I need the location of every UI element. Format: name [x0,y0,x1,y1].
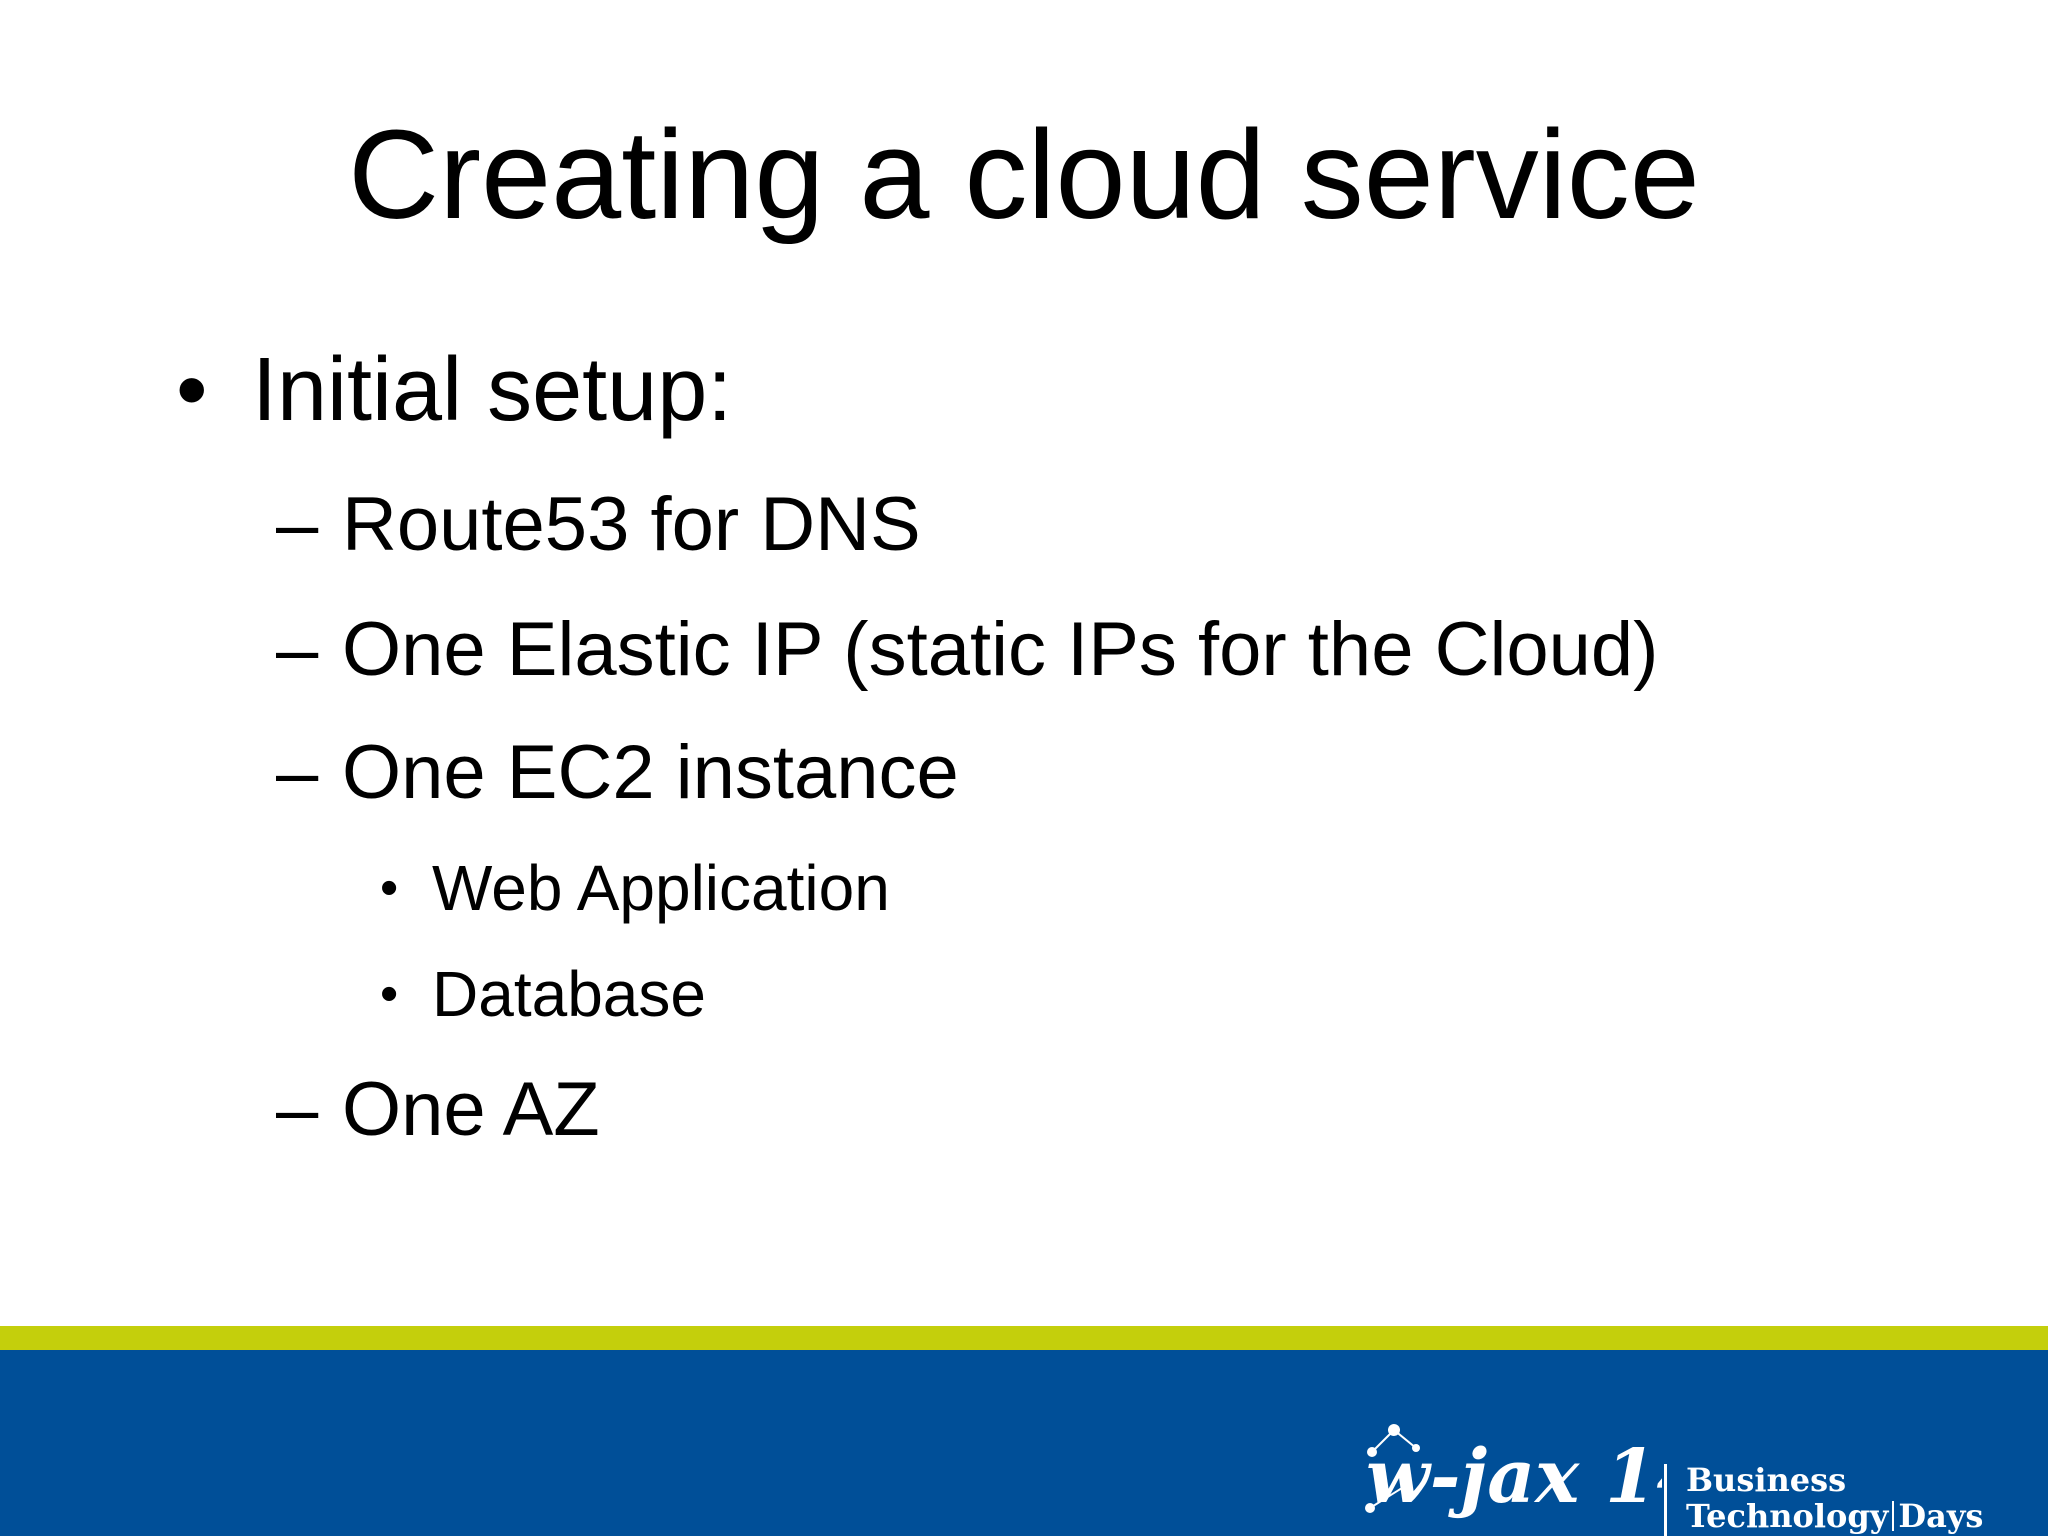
logo-divider [1664,1464,1667,1536]
wjax-logo-icon: w-jax 14 [1365,1424,1662,1520]
slide-title: Creating a cloud service [348,104,1700,245]
dash-marker: – [276,607,319,692]
footer-accent-stripe [0,1326,2048,1350]
sub-bullet-text: One Elastic IP (static IPs for the Cloud… [342,607,1659,692]
dash-marker: – [276,1067,319,1152]
logo-word-days: Days [1898,1497,1984,1535]
subsub-bullet-text: Web Application [432,852,890,924]
bullet-text: Initial setup: [252,340,733,440]
sub-bullet-text: One AZ [342,1067,600,1152]
sub-bullet-text: Route53 for DNS [342,482,921,567]
subsub-bullet-text: Database [432,958,706,1030]
logo-line-business: Business [1686,1461,1847,1499]
bullet-marker: • [176,340,208,440]
logo-word-technology: Technology [1686,1497,1889,1535]
bullet-marker: • [380,859,399,917]
logo-separator [1892,1501,1895,1531]
bullet-marker: • [380,965,399,1023]
sub-bullet-text: One EC2 instance [342,730,959,815]
dash-marker: – [276,482,319,567]
slide-content: • Initial setup: – Route53 for DNS – One… [176,340,1659,1152]
dash-marker: – [276,730,319,815]
wjax-wordmark: w-jax 14 [1366,1434,1662,1520]
